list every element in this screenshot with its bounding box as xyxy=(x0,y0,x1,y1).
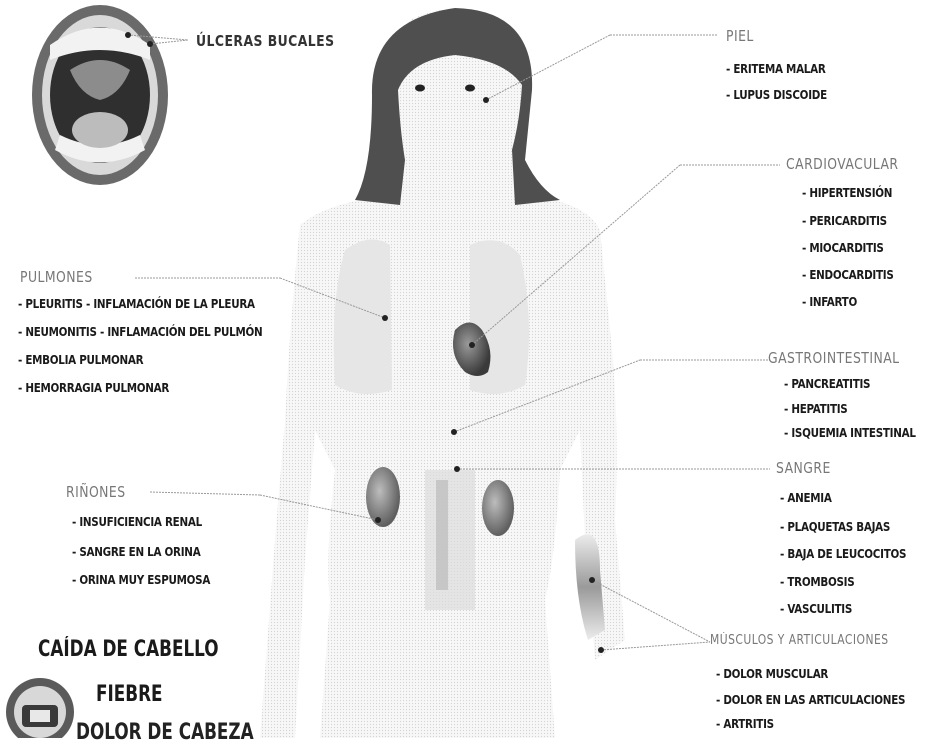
mouth-illustration xyxy=(32,5,168,185)
skin-title: PIEL xyxy=(726,27,754,45)
muscles-item: - DOLOR MUSCULAR xyxy=(716,666,828,681)
gastrointestinal-item: - ISQUEMIA INTESTINAL xyxy=(784,425,916,440)
gastrointestinal-title: GASTROINTESTINAL xyxy=(768,349,900,367)
eye-right xyxy=(465,85,475,92)
cardiovascular-item: - HIPERTENSIÓN xyxy=(802,185,892,200)
lungs-item: - PLEURITIS - INFLAMACIÓN DE LA PLEURA xyxy=(18,296,255,311)
cardiovascular-item: - ENDOCARDITIS xyxy=(802,267,894,282)
eye-left xyxy=(415,85,425,92)
general-symptom-headache: DOLOR DE CABEZA xyxy=(76,720,254,745)
blood-title: SANGRE xyxy=(776,459,831,477)
lungs-item: - EMBOLIA PULMONAR xyxy=(18,352,143,367)
cardiovascular-item: - PERICARDITIS xyxy=(802,213,887,228)
mouth-ulcers-title: ÚLCERAS BUCALES xyxy=(196,32,335,50)
muscles-item: - ARTRITIS xyxy=(716,716,774,731)
kidneys-item: - SANGRE EN LA ORINA xyxy=(72,544,200,559)
lungs-item: - NEUMONITIS - INFLAMACIÓN DEL PULMÓN xyxy=(18,324,262,339)
blood-item: - VASCULITIS xyxy=(780,601,852,616)
general-symptom-hair-loss: CAÍDA DE CABELLO xyxy=(38,637,219,662)
cardiovascular-item: - MIOCARDITIS xyxy=(802,240,884,255)
muscles-title: MÚSCULOS Y ARTICULACIONES xyxy=(710,633,889,648)
blood-item: - TROMBOSIS xyxy=(780,574,854,589)
lungs-title: PULMONES xyxy=(20,268,93,286)
gastrointestinal-item: - PANCREATITIS xyxy=(784,376,870,391)
kidneys-item: - INSUFICIENCIA RENAL xyxy=(72,514,202,529)
skin-item: - ERITEMA MALAR xyxy=(726,61,826,76)
kidneys-title: RIÑONES xyxy=(66,483,126,501)
gastrointestinal-item: - HEPATITIS xyxy=(784,401,847,416)
blood-item: - ANEMIA xyxy=(780,490,832,505)
general-symptom-fever: FIEBRE xyxy=(96,682,163,707)
cardiovascular-item: - INFARTO xyxy=(802,294,857,309)
skin-item: - LUPUS DISCOIDE xyxy=(726,87,827,102)
lungs-item: - HEMORRAGIA PULMONAR xyxy=(18,380,169,395)
kidneys-item: - ORINA MUY ESPUMOSA xyxy=(72,572,210,587)
blood-item: - BAJA DE LEUCOCITOS xyxy=(780,546,906,561)
muscles-item: - DOLOR EN LAS ARTICULACIONES xyxy=(716,692,905,707)
blood-item: - PLAQUETAS BAJAS xyxy=(780,519,890,534)
head xyxy=(355,8,560,205)
head-icon xyxy=(6,678,74,738)
body-silhouette xyxy=(260,150,625,738)
cardiovascular-title: CARDIOVACULAR xyxy=(786,155,898,173)
